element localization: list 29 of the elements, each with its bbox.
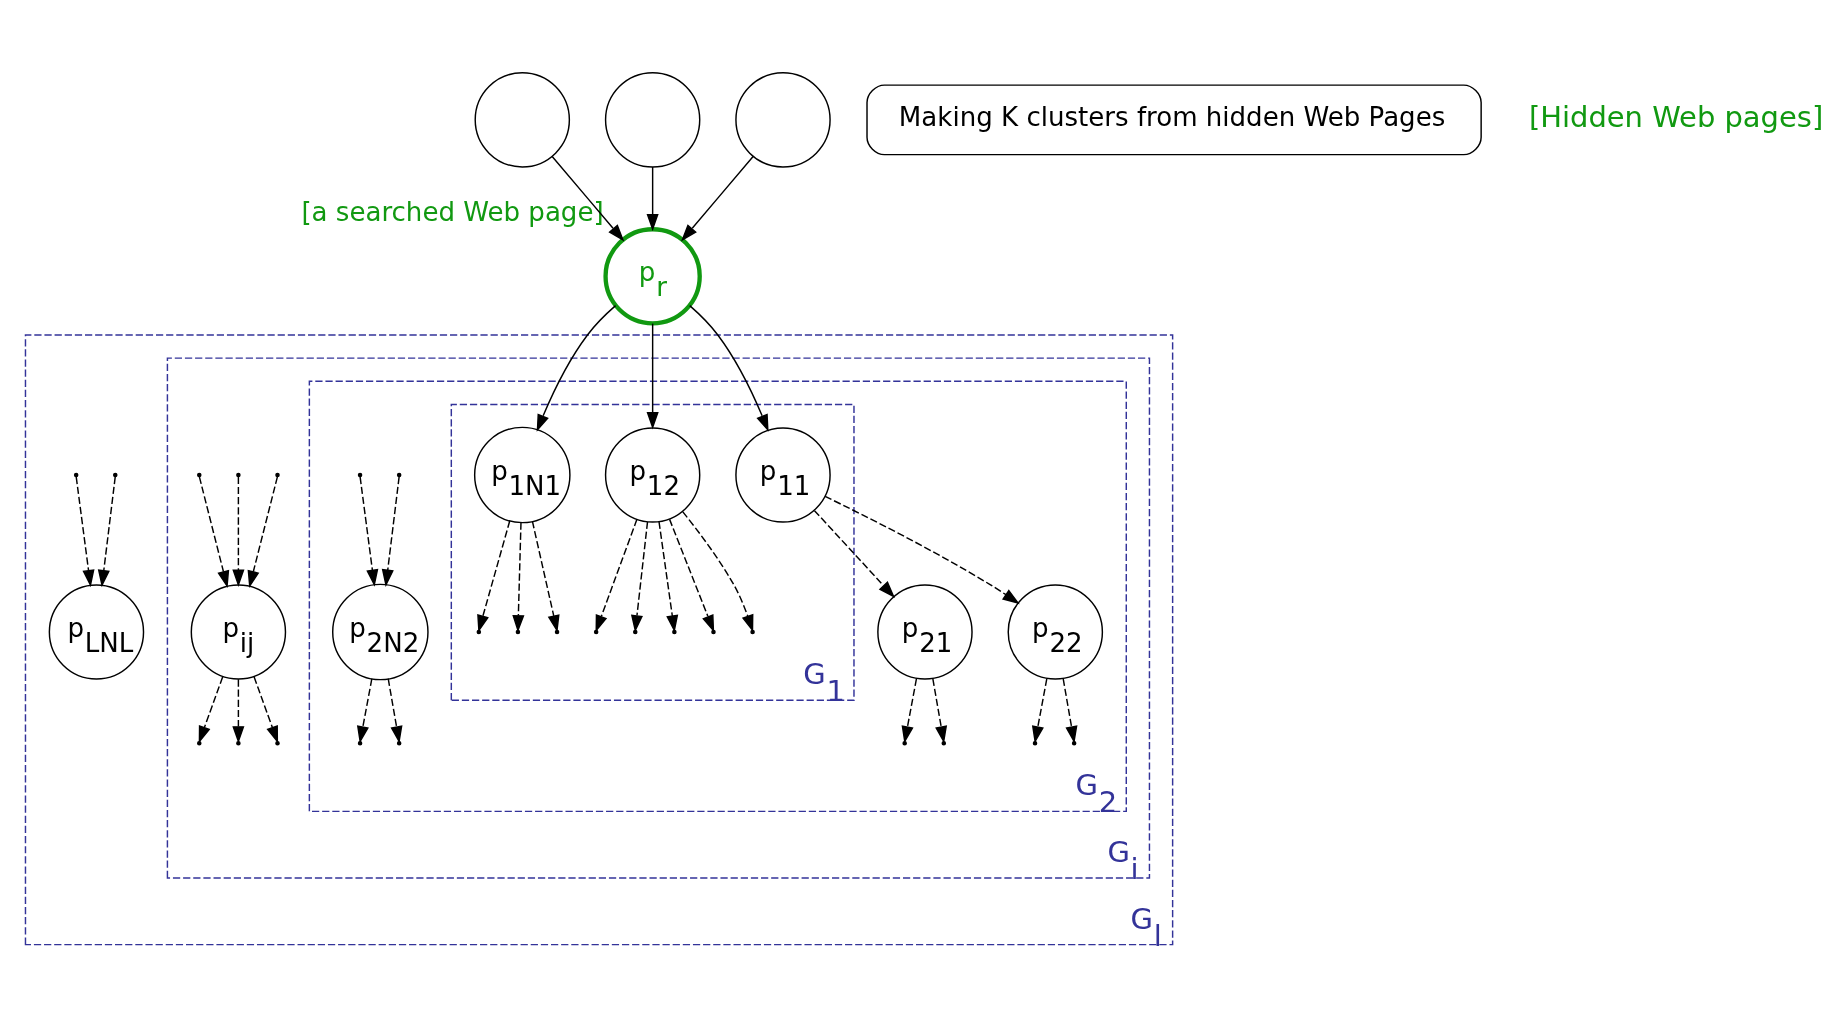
- arrow: [682, 511, 754, 633]
- arrow: [247, 476, 279, 589]
- node-label: [a searched Web page]: [301, 197, 604, 228]
- arrow: [630, 521, 649, 633]
- arrow: [232, 476, 245, 587]
- arrow: [359, 476, 379, 587]
- arrow: [512, 521, 525, 633]
- arrow: [75, 476, 95, 588]
- arrow: [356, 678, 373, 744]
- arrow: [536, 304, 617, 432]
- arrow: [813, 509, 895, 599]
- node-circle: [735, 72, 831, 168]
- node-box: Making K clusters from hidden Web Pages: [866, 84, 1482, 156]
- arrow: [198, 676, 224, 744]
- arrow: [1031, 678, 1048, 744]
- arrow: [689, 304, 769, 432]
- arrow: [551, 155, 625, 242]
- arrow: [646, 322, 659, 430]
- arrow: [824, 495, 1020, 605]
- arrow: [97, 476, 116, 588]
- node-circle: [474, 72, 571, 168]
- arrow: [381, 476, 400, 587]
- arrow: [646, 166, 659, 232]
- arrow: [681, 155, 754, 242]
- arrow: [932, 678, 948, 744]
- arrow: [198, 476, 230, 589]
- node-circle: [604, 72, 701, 168]
- label: [Hidden Web pages]: [1528, 100, 1824, 135]
- arrow: [253, 676, 279, 744]
